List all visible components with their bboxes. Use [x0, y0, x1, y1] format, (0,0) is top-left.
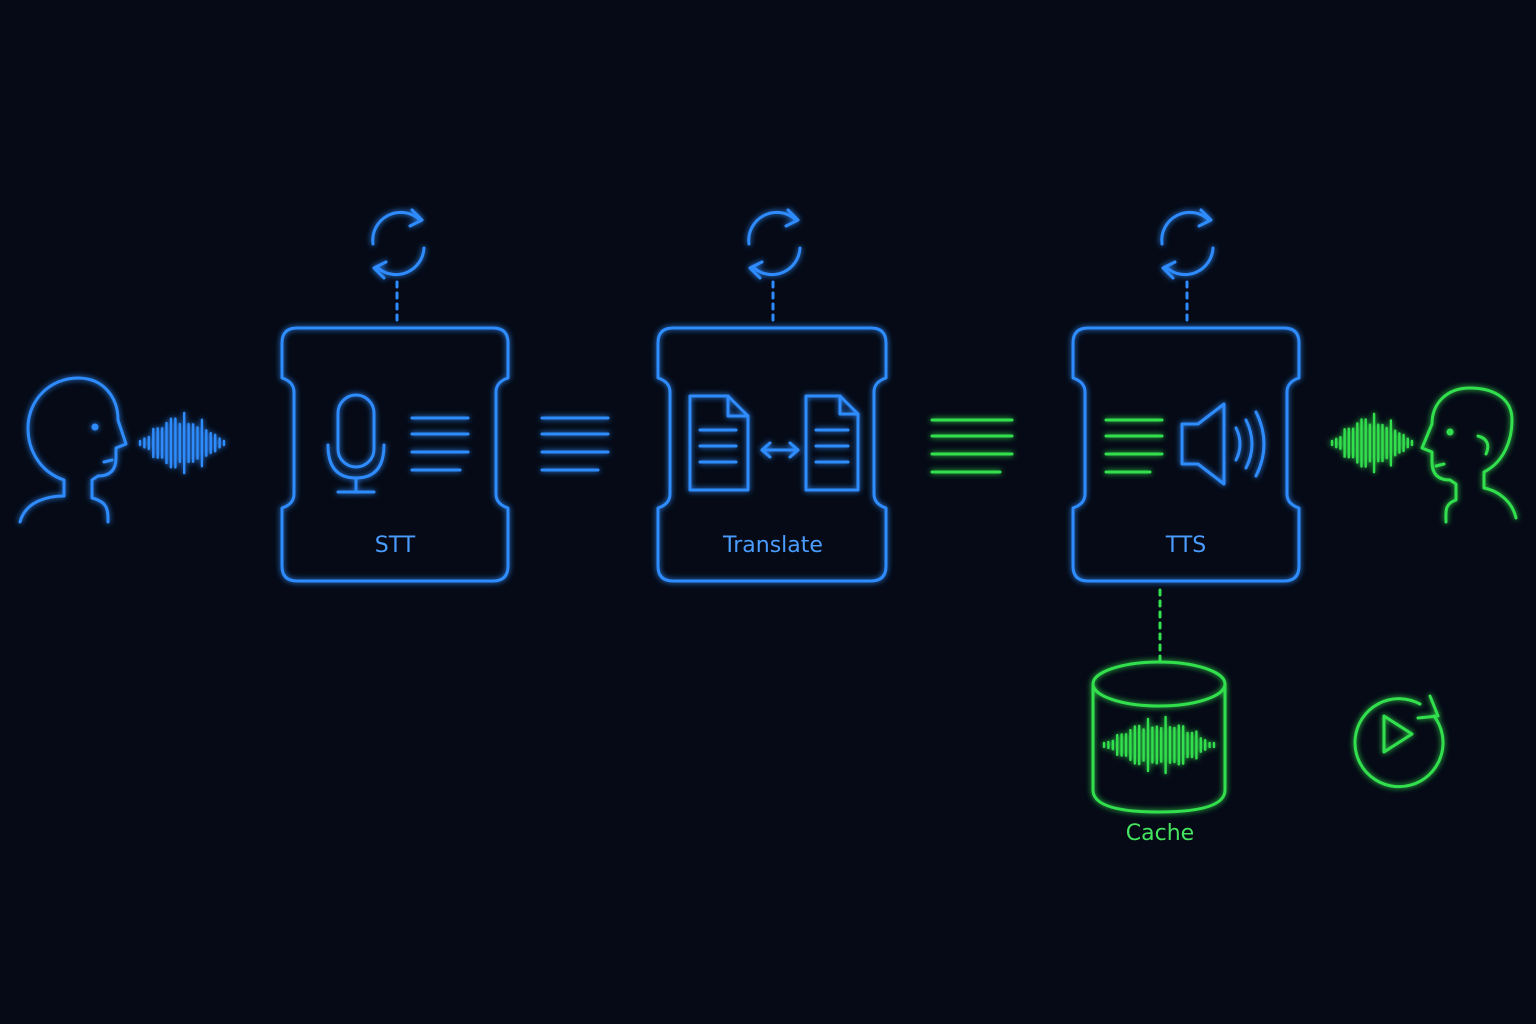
- loudspeaker-icon: [1180, 402, 1266, 486]
- database-icon: [1091, 660, 1227, 814]
- translated-text-icon: [930, 418, 1014, 474]
- bidirectional-arrow-icon: [760, 441, 800, 459]
- document-icon: [688, 394, 750, 492]
- tts-label: TTS: [1165, 533, 1206, 558]
- stt-label: STT: [375, 533, 416, 558]
- cache-label: Cache: [1126, 821, 1194, 846]
- document-icon: [804, 394, 860, 492]
- tts-stage: [1071, 326, 1301, 583]
- transcript-text-icon: [540, 416, 610, 472]
- stt-stage: [280, 326, 510, 583]
- translate-stage: [656, 326, 888, 583]
- refresh-icon: [371, 208, 426, 280]
- text-lines-icon: [410, 416, 470, 472]
- cache-waveform-icon: [1102, 715, 1216, 775]
- microphone-icon: [326, 393, 386, 494]
- output-waveform-icon: [1330, 412, 1414, 474]
- source-waveform-icon: [138, 411, 226, 475]
- replay-play-icon: [1353, 694, 1445, 789]
- refresh-icon: [747, 208, 802, 280]
- refresh-icon: [1160, 208, 1215, 280]
- text-lines-icon: [1104, 418, 1164, 474]
- speaker-head-icon: [18, 376, 128, 524]
- listener-head-icon: [1420, 386, 1518, 524]
- translate-label: Translate: [722, 533, 823, 558]
